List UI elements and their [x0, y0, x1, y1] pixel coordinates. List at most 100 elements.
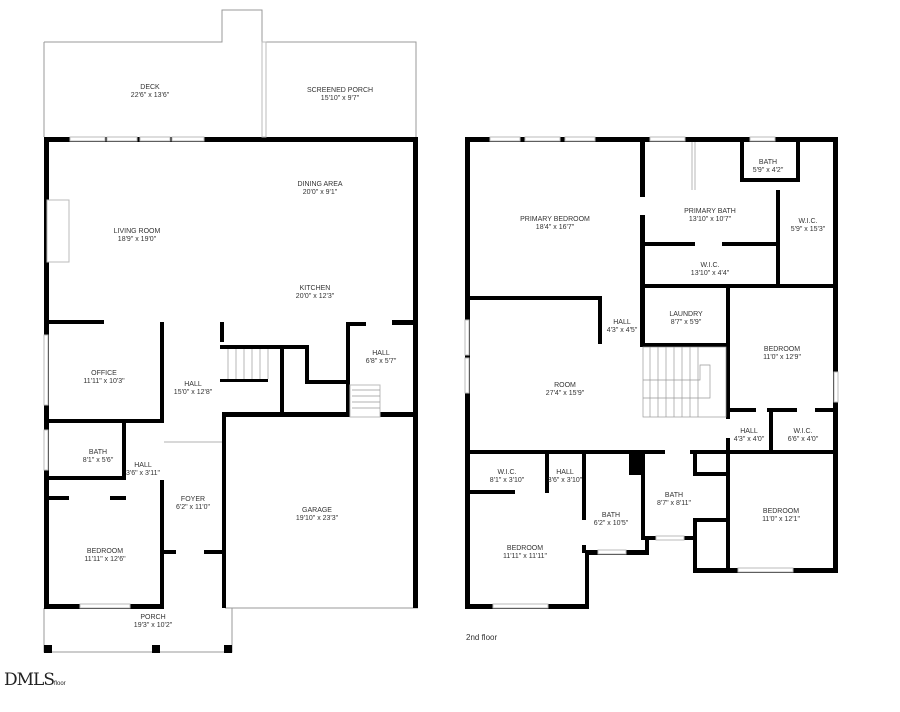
- room-name: DECK: [140, 84, 160, 91]
- room-name: DINING AREA: [297, 181, 343, 188]
- room-name: HALL: [740, 428, 758, 435]
- room-dims: 8'7" x 8'11": [657, 500, 691, 507]
- room-name: BATH: [88, 449, 108, 456]
- room-name: ROOM: [554, 382, 576, 389]
- second-floor-walls: [464, 136, 839, 609]
- room-dims: 19'3" x 10'2": [133, 622, 173, 629]
- room-name: W.I.C.: [700, 262, 720, 269]
- room-dims: 18'4" x 16'7": [535, 224, 575, 231]
- room-dims: 22'6" x 13'6": [130, 92, 170, 99]
- room-name: BEDROOM: [763, 346, 801, 353]
- room-name: BATH: [601, 512, 621, 519]
- room-name: BATH: [758, 159, 778, 166]
- room-dims: 13'10" x 4'4": [690, 270, 730, 277]
- dmls-logo: DMLSfloor: [4, 670, 66, 690]
- room-dims: 6'8" x 5'7": [365, 358, 397, 365]
- room-name: W.I.C.: [798, 218, 818, 225]
- room-dims: 18'9" x 19'0": [117, 236, 157, 243]
- room-name: W.I.C.: [497, 469, 517, 476]
- room-dims: 11'0" x 12'9": [763, 354, 801, 361]
- room-name: LAUNDRY: [669, 311, 703, 318]
- room-dims: 5'9" x 15'3": [790, 226, 826, 233]
- room-dims: 6'6" x 4'0": [787, 436, 819, 443]
- room-dims: 6'2" x 10'5": [593, 520, 629, 527]
- room-name: W.I.C.: [793, 428, 813, 435]
- room-label-wic: W.I.C.5'9" x 15'3": [791, 218, 826, 234]
- room-dims: 11'11" x 11'11": [502, 553, 548, 560]
- logo-text: DMLS: [4, 670, 55, 690]
- room-name: BATH: [664, 492, 684, 499]
- room-name: BEDROOM: [506, 545, 544, 552]
- room-label-wic: W.I.C.8'1" x 3'10": [490, 469, 525, 485]
- room-dims: 11'11" x 12'6": [84, 556, 126, 563]
- room-dims: 8'7" x 5'9": [670, 319, 702, 326]
- room-name: HALL: [134, 462, 152, 469]
- room-dims: 4'3" x 4'5": [606, 327, 638, 334]
- room-dims: 27'4" x 15'9": [545, 390, 585, 397]
- room-name: HALL: [184, 381, 202, 388]
- room-name: PRIMARY BATH: [684, 208, 736, 215]
- room-dims: 20'0" x 12'3": [295, 293, 335, 300]
- room-name: HALL: [372, 350, 390, 357]
- room-name: PORCH: [140, 614, 166, 621]
- room-dims: 4'3" x 4'0": [733, 436, 765, 443]
- room-dims: 13'10" x 10'7": [688, 216, 732, 223]
- room-name: PRIMARY BEDROOM: [520, 216, 590, 223]
- first-floor-walls: [43, 9, 418, 653]
- room-dims: 11'0" x 12'1": [762, 516, 800, 523]
- floor-caption: 2nd floor: [466, 633, 498, 642]
- room-label-wic: W.I.C.6'6" x 4'0": [788, 428, 819, 444]
- room-label-wic: W.I.C.13'10" x 4'4": [691, 262, 729, 278]
- room-dims: 8'1" x 3'10": [489, 477, 525, 484]
- room-name: LIVING ROOM: [113, 228, 161, 235]
- room-name: SCREENED PORCH: [306, 87, 374, 94]
- room-dims: 20'0" x 9'1": [302, 189, 338, 196]
- room-dims: 8'1" x 5'6": [82, 457, 114, 464]
- logo-sub: floor: [53, 681, 66, 687]
- room-name: KITCHEN: [299, 285, 331, 292]
- room-name: OFFICE: [91, 370, 117, 377]
- room-dims: 19'10" x 23'3": [295, 515, 339, 522]
- room-dims: 15'10" x 9'7": [320, 95, 360, 102]
- room-dims: 6'2" x 11'0": [176, 504, 210, 511]
- room-dims: 5'9" x 4'2": [752, 167, 784, 174]
- room-dims: 3'6" x 3'11": [126, 470, 160, 477]
- room-name: HALL: [556, 469, 574, 476]
- room-name: BEDROOM: [762, 508, 800, 515]
- room-dims: 15'0" x 12'8": [173, 389, 213, 396]
- room-name: GARAGE: [302, 507, 332, 514]
- room-dims: 11'11" x 10'3": [83, 378, 125, 385]
- room-name: FOYER: [180, 496, 206, 503]
- room-name: HALL: [613, 319, 631, 326]
- room-dims: 3'6" x 3'10": [547, 477, 583, 484]
